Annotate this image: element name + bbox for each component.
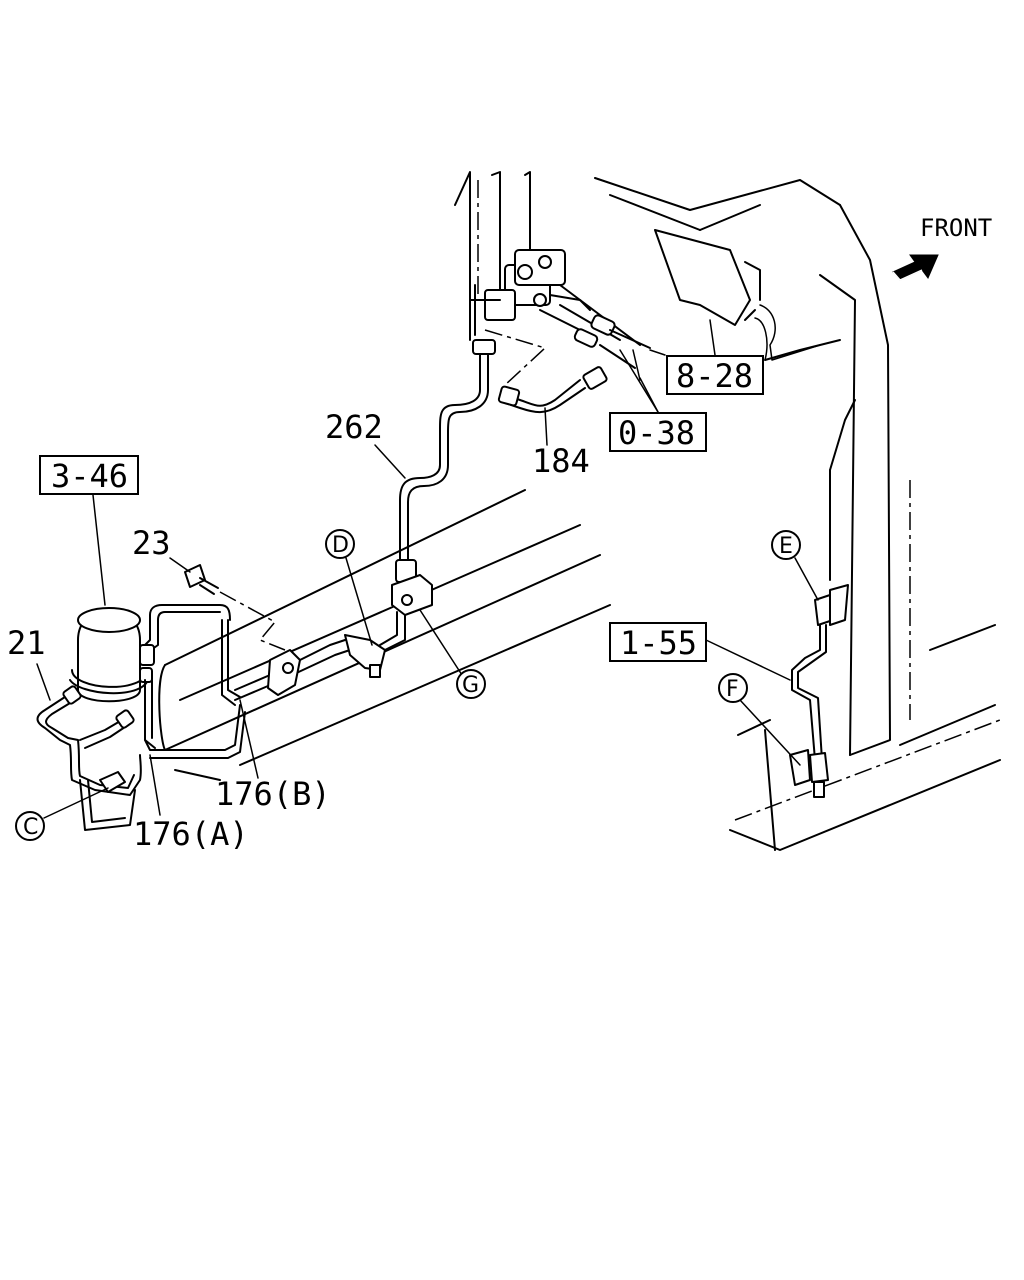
ref-label-0-38: 0-38: [618, 414, 695, 452]
pipe-21: [36, 685, 142, 831]
hose-184: [484, 329, 608, 414]
pipe-176a: [144, 679, 156, 749]
junction-block-g: [379, 574, 433, 651]
part-label-184: 184: [532, 442, 590, 480]
connector-c: C: [15, 787, 109, 841]
part-label-176b: 176(B): [215, 775, 331, 813]
air-tank: [69, 604, 231, 703]
frame-floor: [729, 624, 1001, 851]
connector-e-label: E: [779, 534, 793, 559]
bolt-23: [184, 564, 286, 651]
connector-g: G: [419, 609, 486, 699]
connector-f-label: F: [726, 677, 739, 702]
front-arrow: [892, 254, 939, 281]
cab-body: [454, 171, 911, 756]
ref-label-1-55: 1-55: [620, 624, 697, 662]
connector-d-label: D: [332, 533, 349, 558]
ref-box-1-55: 1-55: [609, 622, 791, 681]
ref-label-3-46: 3-46: [51, 457, 128, 495]
ref-box-8-28: 8-28: [649, 319, 764, 395]
ref-label-8-28: 8-28: [676, 357, 753, 395]
ref-box-0-38: 0-38: [609, 349, 707, 452]
connector-c-label: C: [23, 815, 38, 840]
pipe-262: [395, 339, 496, 583]
front-label: FRONT: [920, 214, 992, 242]
connector-d: D: [325, 529, 373, 646]
pipe-1-55: [789, 584, 849, 798]
frame-rails: [158, 489, 611, 781]
valve-assembly: [469, 249, 651, 381]
pipe-176b: [144, 619, 386, 759]
ref-box-3-46: 3-46: [39, 455, 139, 606]
part-label-262: 262: [325, 408, 383, 446]
part-label-23: 23: [132, 524, 171, 562]
part-label-176a: 176(A): [133, 815, 249, 853]
connector-e: E: [771, 530, 819, 601]
connector-f: F: [718, 673, 801, 766]
part-label-21: 21: [7, 624, 46, 662]
connector-g-label: G: [462, 673, 479, 698]
